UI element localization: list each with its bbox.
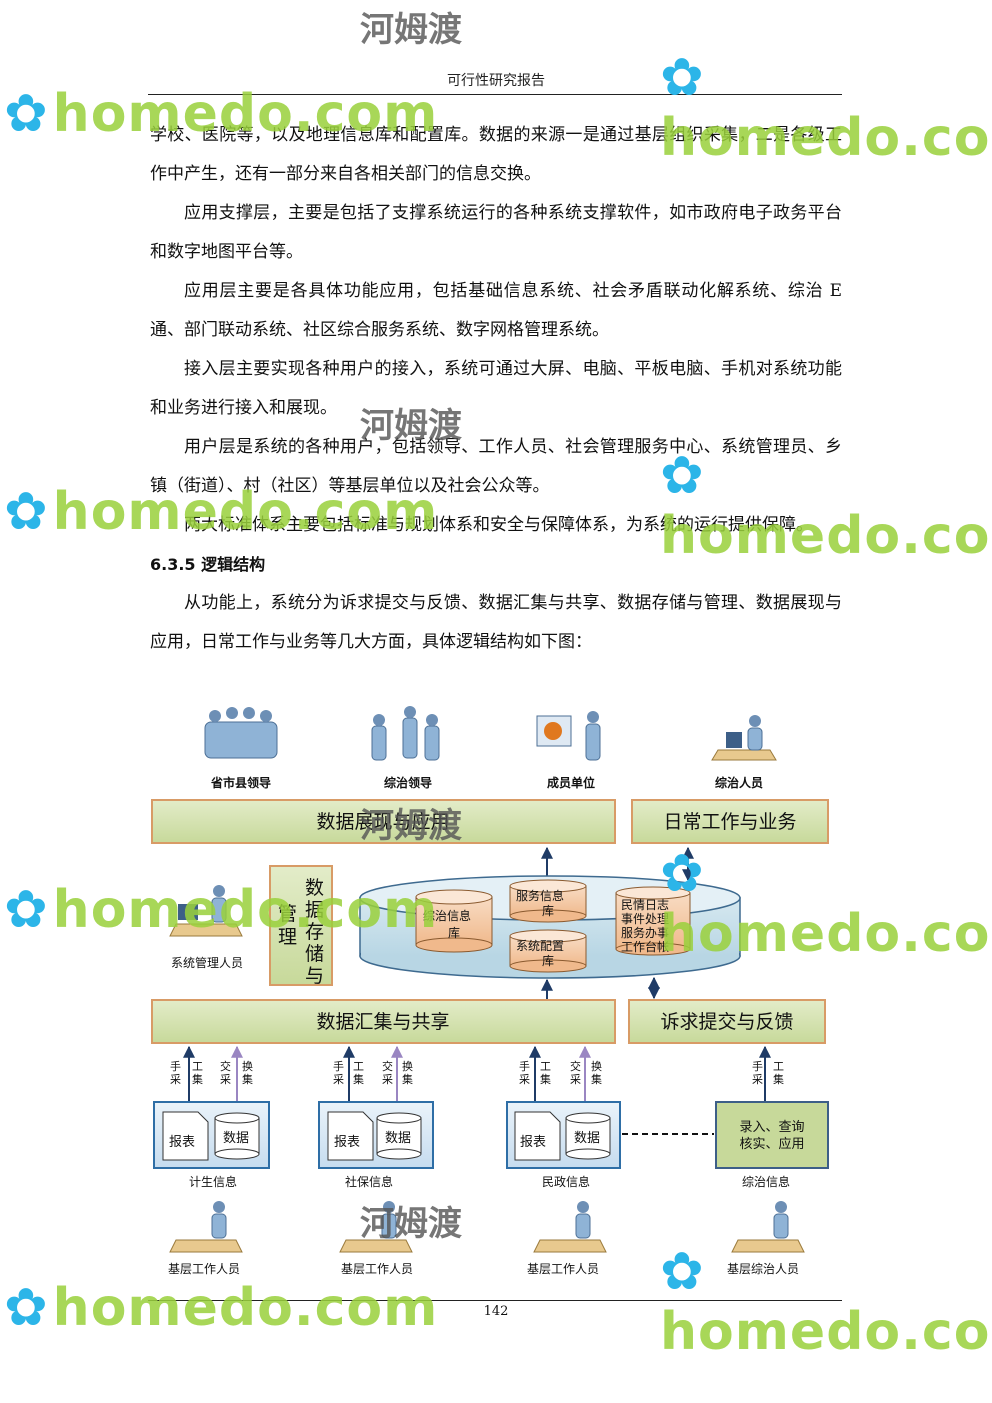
storage-label-right: 数据存储与 — [305, 877, 324, 987]
source-2-data: 数据 — [385, 1131, 411, 1146]
footer-rule — [148, 1300, 842, 1301]
zongzhi-box-line2: 核实、应用 — [739, 1136, 804, 1152]
page-number: 142 — [483, 1304, 509, 1319]
source-1-report: 报表 — [169, 1135, 195, 1150]
zongzhi-db — [415, 889, 493, 953]
top-user-label-2: 综治领导 — [384, 775, 432, 790]
config-db-label: 系统配置库 — [516, 939, 564, 968]
storage-label-left: 管理 — [278, 903, 297, 948]
collect-column-4: 手工采集 — [752, 1045, 784, 1102]
source-2-name: 社保信息 — [345, 1174, 393, 1189]
display-application-bar — [151, 799, 616, 844]
running-header: 可行性研究报告 — [447, 73, 545, 89]
source-box-3 — [506, 1101, 621, 1169]
config-db — [509, 929, 587, 973]
bottom-user-icons — [169, 1201, 805, 1253]
source-box-2 — [318, 1101, 434, 1169]
member-unit-presentation-icon — [536, 711, 601, 761]
source-1-name: 计生信息 — [189, 1174, 237, 1189]
paragraph-1: 学校、医院等，以及地理信息库和配置库。数据的来源一是通过基层组织采集，二是各级工… — [150, 125, 842, 184]
zongzhi-leaders-icon — [371, 706, 440, 761]
appeal-feedback-label: 诉求提交与反馈 — [660, 1011, 793, 1033]
data-collection-label: 数据汇集与共享 — [316, 1011, 449, 1033]
source-3-name: 民政信息 — [542, 1174, 590, 1189]
paragraph-4: 接入层主要实现各种用户的接入，系统可通过大屏、电脑、平板电脑、手机对系统功能和业… — [150, 359, 842, 418]
service-db — [509, 879, 587, 923]
bottom-user-label-4: 基层综治人员 — [727, 1262, 799, 1276]
paragraph-2: 应用支撑层，主要是包括了支撑系统运行的各种系统支撑软件，如市政府电子政务平台和数… — [150, 203, 842, 262]
system-admin-icon — [169, 885, 243, 937]
storage-management-box — [269, 865, 333, 986]
minqing-db-label: 民情日志 事件处理 服务办事 工作台帐 — [621, 898, 673, 954]
source-box-1 — [153, 1101, 270, 1169]
zongzhi-staff-desk-icon — [711, 715, 777, 761]
top-user-label-4: 综治人员 — [715, 775, 763, 790]
paragraph-5: 用户层是系统的各种用户，包括领导、工作人员、社会管理服务中心、系统管理员、乡镇（… — [150, 437, 842, 496]
daily-work-bar — [631, 799, 829, 844]
top-user-label-3: 成员单位 — [547, 775, 595, 790]
source-2-report: 报表 — [334, 1135, 360, 1150]
section-heading: 6.3.5 逻辑结构 — [150, 555, 266, 574]
data-collection-bar — [151, 999, 616, 1044]
top-user-label-1: 省市县领导 — [210, 775, 271, 790]
source-3-data: 数据 — [574, 1131, 600, 1146]
paragraph-7: 从功能上，系统分为诉求提交与反馈、数据汇集与共享、数据存储与管理、数据展现与应用… — [150, 593, 842, 652]
zongzhi-box-line1: 录入、查询 — [739, 1120, 804, 1135]
paragraph-6: 两大标准体系主要包括标准与规划体系和安全与保障体系，为系统的运行提供保障。 — [184, 515, 813, 535]
leaders-meeting-icon — [204, 707, 278, 759]
body-text: 学校、医院等，以及地理信息库和配置库。数据的来源一是通过基层组织采集，二是各级工… — [150, 116, 842, 662]
system-admin-label: 系统管理人员 — [171, 955, 243, 970]
zongzhi-info-box — [715, 1101, 829, 1169]
daily-work-label: 日常工作与业务 — [663, 811, 796, 833]
header-rule — [148, 94, 842, 95]
bottom-user-label-3: 基层工作人员 — [527, 1262, 599, 1276]
top-user-icons — [204, 706, 777, 761]
source-3-report: 报表 — [520, 1135, 546, 1150]
bottom-user-label-2: 基层工作人员 — [341, 1262, 413, 1276]
source-1-data: 数据 — [223, 1131, 249, 1146]
bottom-user-label-1: 基层工作人员 — [168, 1262, 240, 1276]
paragraph-3: 应用层主要是各具体功能应用，包括基础信息系统、社会矛盾联动化解系统、综治 E 通… — [150, 281, 842, 340]
appeal-feedback-bar — [628, 999, 826, 1044]
minqing-db — [615, 886, 691, 956]
zongzhi-db-label: 综治信息库 — [423, 908, 471, 940]
zongzhi-box-name: 综治信息 — [742, 1174, 790, 1189]
service-db-label: 服务信息库 — [516, 888, 564, 918]
display-application-label: 数据展现与应用 — [316, 811, 449, 833]
